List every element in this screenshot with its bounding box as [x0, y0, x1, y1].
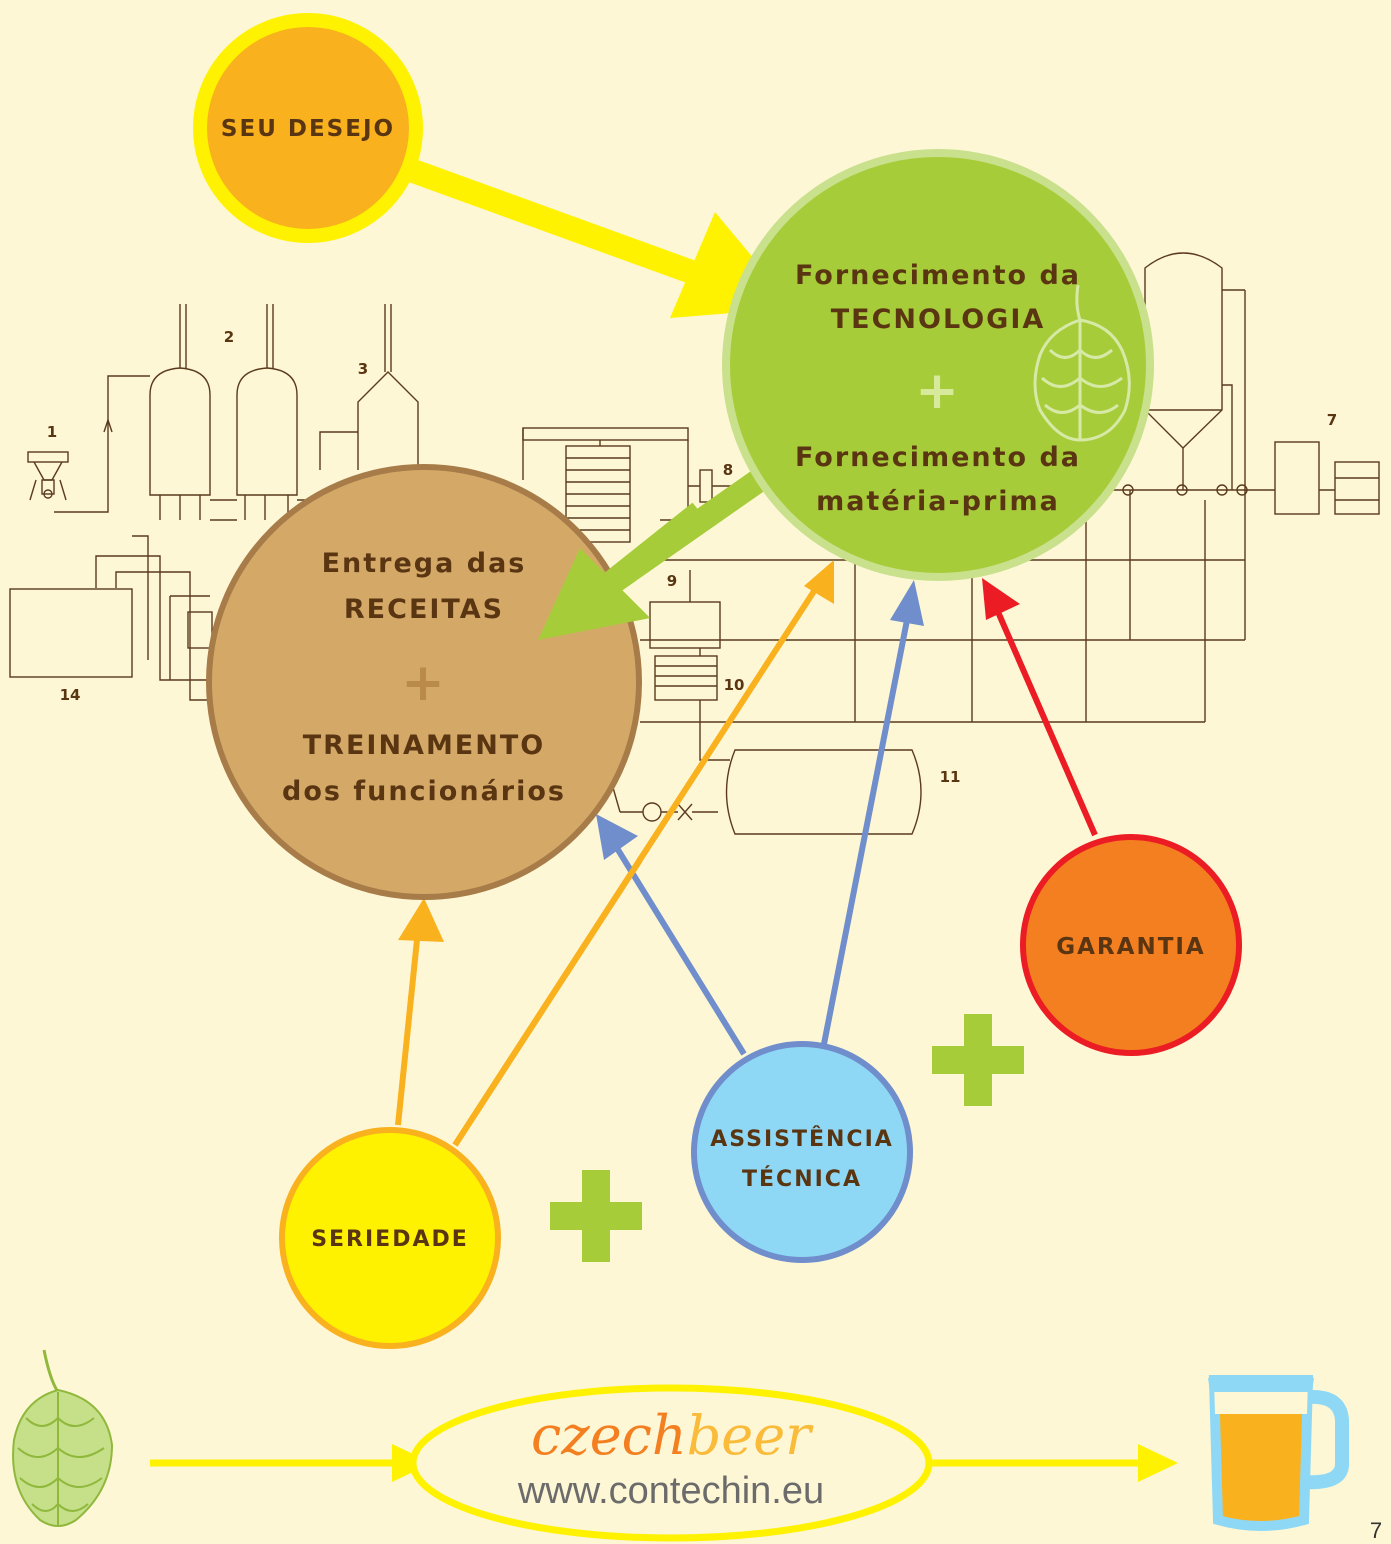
page-number: 7: [1370, 1518, 1382, 1543]
hop-icon: [12, 1349, 114, 1527]
plus-icon-1: [550, 1170, 642, 1262]
hop-watermark-icon: [1033, 284, 1131, 442]
brand-wordmark: czechbeer: [531, 1404, 814, 1467]
schematic-number-3: 3: [358, 360, 368, 378]
arrow-logo-to-beer: [930, 1444, 1178, 1482]
brand-wordmark-czech: czech: [531, 1404, 687, 1467]
schematic-number-10: 10: [724, 676, 745, 694]
arrow-garantia-to-tecnologia: [982, 578, 1098, 837]
tecnologia-line2: TECNOLOGIA: [831, 304, 1046, 335]
brand-url: www.contechin.eu: [517, 1470, 824, 1512]
node-assistencia-tecnica: ASSISTÊNCIA TÉCNICA: [691, 1041, 913, 1263]
assistencia-line1: ASSISTÊNCIA: [710, 1126, 894, 1152]
schematic-number-14: 14: [60, 686, 81, 704]
arrow-assistencia-to-receitas: [596, 814, 747, 1056]
node-seu-desejo: SEU DESEJO: [193, 13, 423, 243]
node-seu-desejo-label: SEU DESEJO: [221, 116, 395, 142]
node-tecnologia: Fornecimento da TECNOLOGIA + Forneciment…: [722, 149, 1154, 581]
beer-mug-icon: [1208, 1375, 1349, 1531]
schematic-number-1: 1: [47, 423, 57, 441]
receitas-plus-icon: +: [401, 653, 447, 713]
brand-wordmark-beer: beer: [687, 1404, 814, 1467]
schematic-number-9: 9: [667, 572, 677, 590]
receitas-line3: TREINAMENTO: [303, 730, 545, 761]
receitas-line2: RECEITAS: [344, 594, 504, 625]
arrow-assistencia-to-tecnologia: [821, 580, 924, 1045]
assistencia-line2: TÉCNICA: [742, 1166, 862, 1192]
plus-icon-2: [932, 1014, 1024, 1106]
arrow-hop-to-logo: [150, 1444, 432, 1482]
node-garantia: GARANTIA: [1020, 834, 1242, 1056]
node-seriedade-label: SERIEDADE: [311, 1227, 469, 1252]
arrow-tecnologia-to-receitas-head: [538, 502, 708, 640]
schematic-number-8: 8: [723, 461, 733, 479]
brewery-schematic: [9, 252, 1380, 835]
node-garantia-label: GARANTIA: [1056, 934, 1206, 960]
node-receitas: Entrega das RECEITAS + TREINAMENTO dos f…: [206, 464, 642, 900]
schematic-number-7: 7: [1327, 411, 1337, 429]
schematic-number-11: 11: [940, 768, 961, 786]
tecnologia-line4: matéria-prima: [816, 486, 1060, 517]
receitas-line1: Entrega das: [322, 548, 527, 579]
schematic-numbers: 1 2 3 7 8 9 10 11 14: [47, 328, 1337, 786]
schematic-number-2: 2: [224, 328, 234, 346]
arrow-seriedade-segment: [452, 858, 643, 1147]
arrow-seriedade-to-receitas: [395, 898, 444, 1126]
tecnologia-line1: Fornecimento da: [795, 260, 1081, 291]
brand-logo: czechbeer www.contechin.eu: [409, 1384, 933, 1542]
tecnologia-plus-icon: +: [915, 361, 961, 421]
receitas-line4: dos funcionários: [282, 776, 566, 807]
node-seriedade: SERIEDADE: [279, 1127, 501, 1349]
tecnologia-line3: Fornecimento da: [795, 442, 1081, 473]
